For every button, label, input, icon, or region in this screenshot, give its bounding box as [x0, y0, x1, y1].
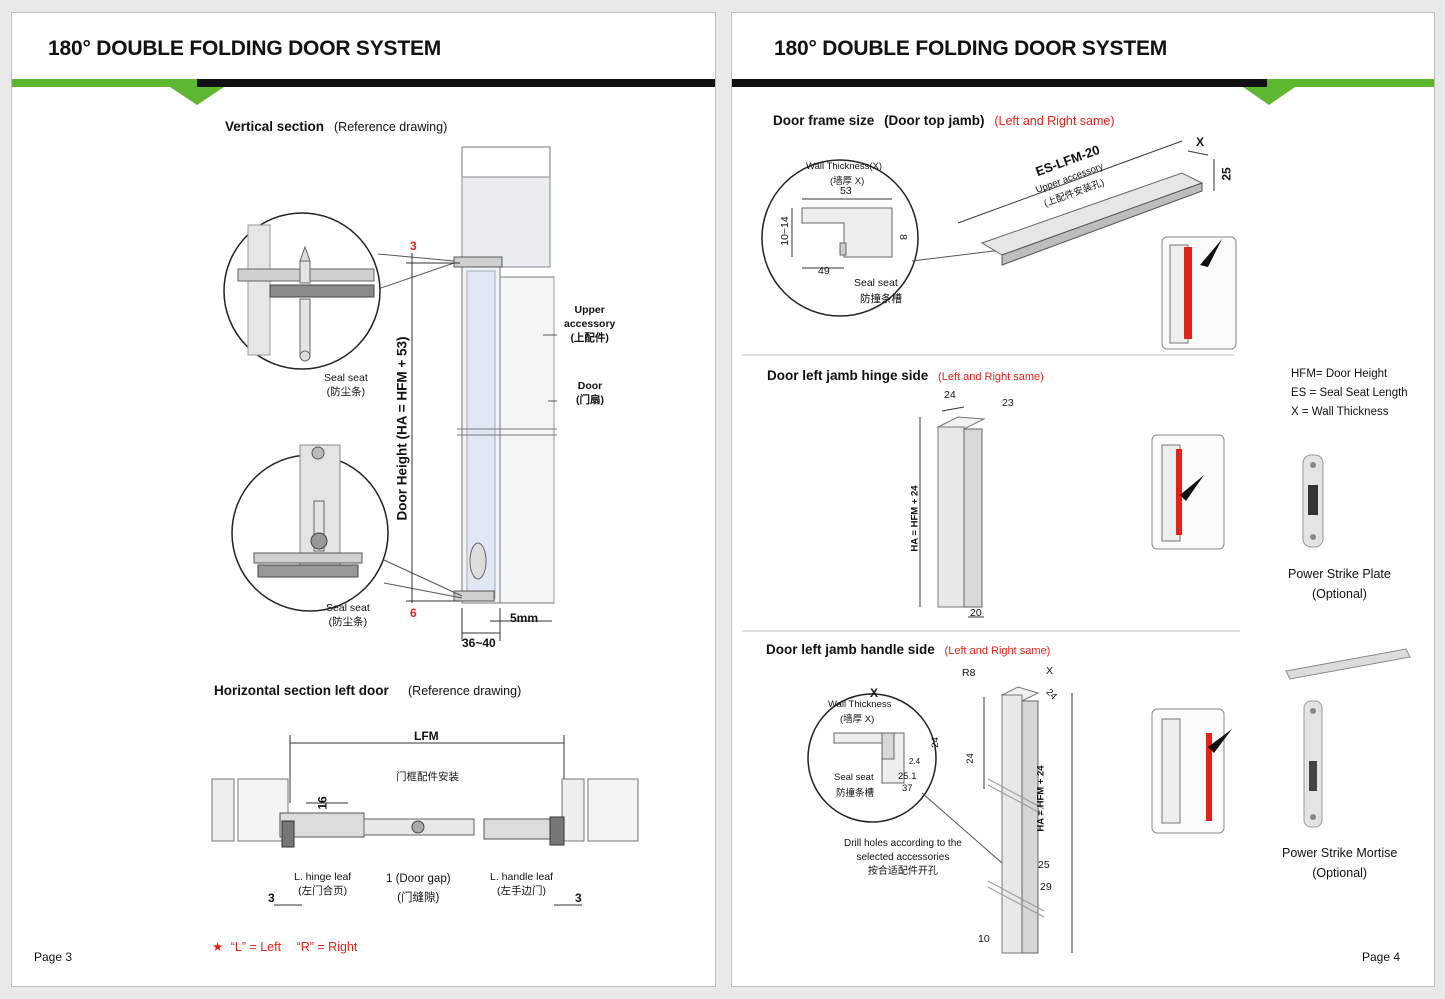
dim-49: 49 [818, 265, 830, 277]
door-label: Door (门扇) [576, 380, 604, 406]
page-title: 180° DOUBLE FOLDING DOOR SYSTEM [48, 37, 442, 60]
star-icon: ★ [212, 940, 224, 954]
seal-seat-label: Seal seat [834, 772, 874, 783]
frame-size-drawing [742, 140, 1237, 356]
dim-24: 24 [944, 389, 956, 401]
dim-bottom: 6 [410, 606, 417, 620]
dim-right-3: 3 [575, 891, 582, 905]
header-band [732, 79, 1434, 105]
footnote: ★ “L” = Left “R” = Right [212, 940, 358, 954]
vertical-section-heading: Vertical section [225, 119, 325, 134]
upper-accessory-label: Upper accessory (上配件) [564, 304, 616, 344]
dim-top: 3 [410, 239, 417, 253]
vertical-section-drawing [223, 146, 557, 641]
hinge-side-heading: Door left jamb hinge side (Left and Righ… [767, 368, 1044, 383]
page-number: Page 3 [34, 950, 73, 964]
dim-20: 20 [970, 607, 982, 619]
drill-holes-label: Drill holes according to the selected ac… [844, 838, 962, 877]
page-4: 180° DOUBLE FOLDING DOOR SYSTEM Door fra… [731, 12, 1435, 987]
wall-cn-label: (墙厚 X) [840, 714, 875, 725]
horizontal-section-note: (Reference drawing) [408, 684, 522, 698]
wall-x-label: X [870, 686, 879, 700]
lfm-label: LFM [414, 729, 439, 743]
dim-width: 36~40 [462, 636, 496, 650]
wall-thickness-label: Wall Thickness [828, 699, 892, 710]
dim-x: X [1196, 135, 1205, 149]
header-band [12, 79, 715, 105]
wall-cn-label: (墙厚 X) [830, 176, 865, 187]
strike-hardware-drawing [1285, 454, 1411, 828]
dim-29: 29 [1040, 881, 1052, 893]
handle-side-heading: Door left jamb handle side (Left and Rig… [766, 642, 1051, 657]
seal-seat-top-label: Seal seat (防尘条) [324, 372, 368, 398]
strike-mortise-label: Power Strike Mortise (Optional) [1282, 846, 1398, 880]
seal-seat-label: Seal seat [854, 277, 898, 289]
dim-2-4: 2.4 [909, 757, 921, 766]
vertical-section-note: (Reference drawing) [334, 120, 448, 134]
page-number: Page 4 [1362, 950, 1401, 964]
horizontal-section-drawing [211, 735, 639, 906]
door-gap-label: 1 (Door gap) (门缝隙) [386, 873, 451, 904]
dim-16: 16 [315, 796, 330, 810]
x-label: X [1046, 665, 1054, 677]
install-cn-label: 门框配件安装 [396, 771, 459, 783]
dim-left-3: 3 [268, 891, 275, 905]
dim-25: 25 [1038, 859, 1050, 871]
strike-plate-label: Power Strike Plate (Optional) [1288, 567, 1391, 601]
dim-5mm: 5mm [510, 611, 539, 625]
r8-label: R8 [962, 667, 976, 679]
frame-size-heading: Door frame size (Door top jamb) (Left an… [773, 113, 1115, 128]
handle-side-drawing [807, 686, 1232, 954]
horizontal-section-heading: Horizontal section left door [214, 683, 389, 698]
wall-thickness-label: Wall Thickness(X) [806, 161, 883, 172]
dim-10: 10 [978, 933, 990, 945]
page-3: 180° DOUBLE FOLDING DOOR SYSTEM Vertical… [11, 12, 716, 987]
dim-37: 37 [902, 783, 913, 794]
dim-53: 53 [840, 185, 852, 197]
handle-leaf-label: L. handle leaf (左手边门) [490, 871, 554, 897]
hinge-leaf-label: L. hinge leaf (左门合页) [294, 871, 352, 897]
seal-seat-cn-label: 防撞条槽 [836, 788, 875, 799]
hinge-side-drawing [742, 406, 1240, 632]
legend: HFM= Door Height ES = Seal Seat Length X… [1291, 368, 1408, 418]
dim-25-1: 25.1 [898, 771, 917, 782]
seal-seat-cn-label: 防撞条槽 [860, 293, 902, 305]
seal-seat-bottom-label: Seal seat (防尘条) [326, 602, 370, 628]
dim-23: 23 [1002, 397, 1014, 409]
page-title: 180° DOUBLE FOLDING DOOR SYSTEM [774, 37, 1168, 60]
